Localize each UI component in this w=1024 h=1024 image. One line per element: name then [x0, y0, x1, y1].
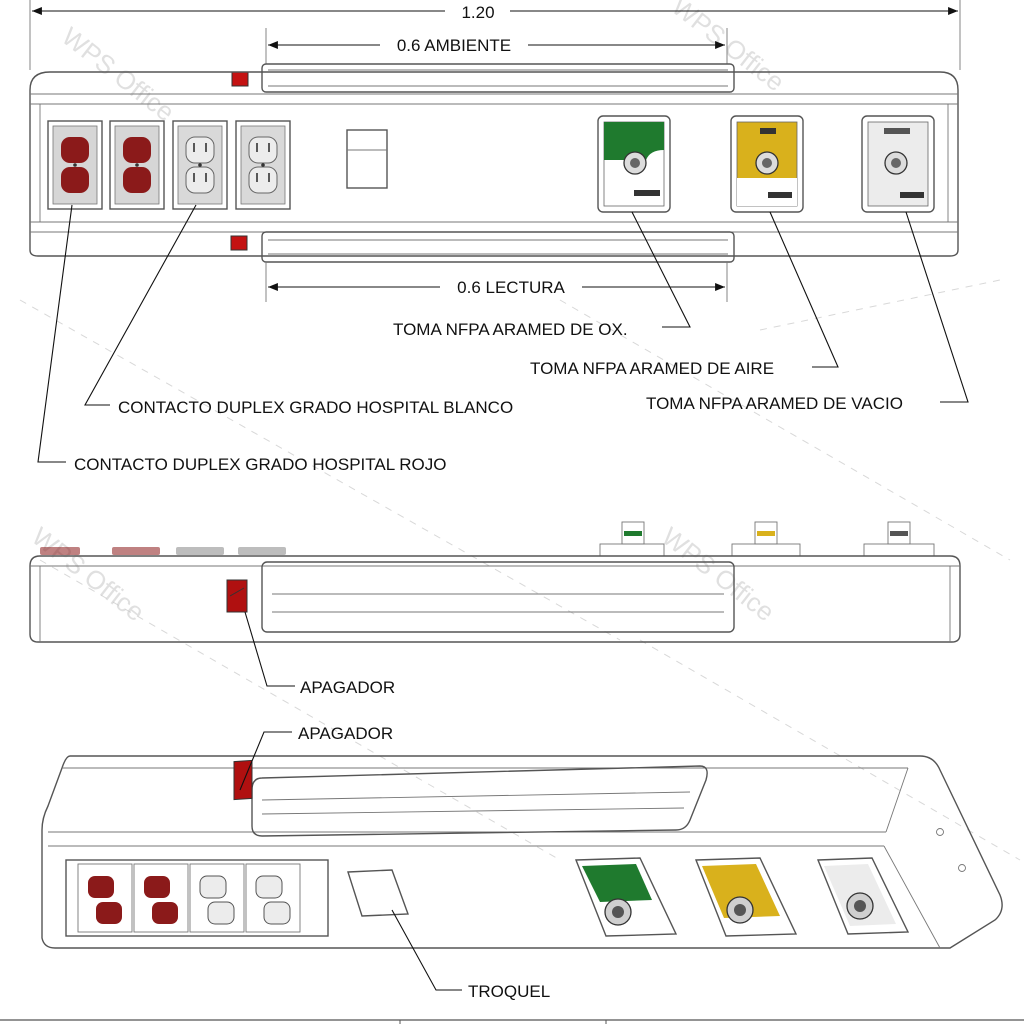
- reading-lamp: [261, 231, 735, 263]
- gas-outlet-icon: [599, 521, 665, 557]
- blank-plate: [347, 869, 409, 917]
- construction-lines: [19, 279, 1021, 861]
- front-view: [29, 63, 959, 263]
- rocker-switch-icon: [233, 759, 253, 801]
- gas-outlet-icon: [730, 115, 804, 213]
- blank-plate: [346, 129, 388, 189]
- duplex-outlet-icon: [77, 863, 133, 933]
- callout-apagador-side: APAGADOR: [300, 678, 395, 697]
- ambient-lamp: [261, 63, 735, 93]
- duplex-outlet-icon: [172, 120, 228, 210]
- lamp-side: [261, 561, 735, 633]
- duplex-outlet-icon: [47, 120, 103, 210]
- callout-contacto-blanco: CONTACTO DUPLEX GRADO HOSPITAL BLANCO: [118, 398, 513, 417]
- callout-troquel: TROQUEL: [468, 982, 550, 1001]
- duplex-outlet-icon: [245, 863, 301, 933]
- dimension-total: 1.20: [29, 0, 961, 70]
- rocker-switch-icon: [230, 235, 248, 251]
- duplex-outlet-icon: [109, 120, 165, 210]
- dimension-ambiente-label: 0.6 AMBIENTE: [397, 36, 511, 55]
- dimension-total-label: 1.20: [461, 3, 494, 22]
- rocker-switch-icon: [226, 579, 248, 613]
- isometric-view: [41, 731, 1003, 991]
- callout-vacio: TOMA NFPA ARAMED DE VACIO: [646, 394, 903, 413]
- gas-outlet-icon: [861, 115, 935, 213]
- watermark-text: WPS Office: [666, 0, 790, 97]
- dimension-lectura-label: 0.6 LECTURA: [457, 278, 565, 297]
- duplex-outlet-icon: [133, 863, 189, 933]
- side-view: [29, 521, 961, 687]
- callout-leaders: [37, 204, 969, 463]
- watermark-text: WPS Office: [656, 521, 780, 627]
- callout-apagador-iso: APAGADOR: [298, 724, 393, 743]
- gas-outlet-icon: [863, 521, 935, 557]
- gas-outlet-icon: [597, 115, 671, 213]
- gas-outlet-icon: [574, 857, 678, 937]
- lamp-iso: [251, 765, 708, 837]
- gas-outlet-icon: [816, 857, 910, 935]
- rocker-switch-icon: [231, 71, 249, 87]
- gas-outlet-icon: [731, 521, 801, 557]
- dimension-ambiente: 0.6 AMBIENTE: [265, 28, 728, 64]
- duplex-outlet-icon: [189, 863, 245, 933]
- callout-contacto-rojo: CONTACTO DUPLEX GRADO HOSPITAL ROJO: [74, 455, 446, 474]
- watermark-text: WPS Office: [26, 521, 150, 627]
- duplex-outlet-icon: [235, 120, 291, 210]
- watermark-text: WPS Office: [56, 21, 180, 127]
- gas-outlet-icon: [694, 857, 798, 937]
- callout-oxigeno: TOMA NFPA ARAMED DE OX.: [393, 320, 628, 339]
- dimension-lectura: 0.6 LECTURA: [265, 262, 728, 302]
- callout-aire: TOMA NFPA ARAMED DE AIRE: [530, 359, 774, 378]
